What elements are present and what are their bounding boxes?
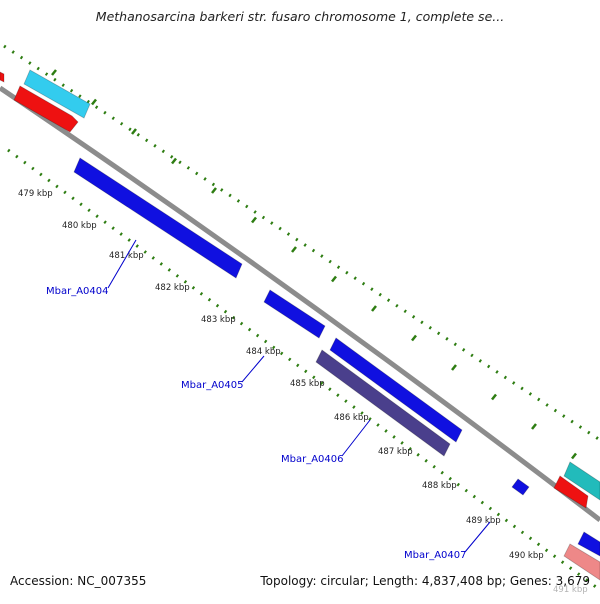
gene-label[interactable]: Mbar_A0404 xyxy=(46,286,109,297)
gene-feature-pink[interactable] xyxy=(563,543,600,581)
tick-label: 485 kbp xyxy=(290,379,325,389)
map-title: Methanosarcina barkeri str. fusaro chrom… xyxy=(95,9,505,24)
gene-feature-blue-Mbar_A0405[interactable] xyxy=(263,289,326,339)
tick-dots-layer xyxy=(3,44,600,592)
major-tick-mark xyxy=(531,423,537,430)
gene-label-leader xyxy=(341,419,371,457)
tick-label: 479 kbp xyxy=(18,189,53,199)
major-tick-mark xyxy=(211,187,217,194)
tick-label: 490 kbp xyxy=(509,551,544,561)
major-tick-mark xyxy=(291,246,297,253)
gene-label-leader xyxy=(107,239,137,289)
gene-label[interactable]: Mbar_A0405 xyxy=(181,380,244,391)
tick-label: 489 kbp xyxy=(466,516,501,526)
gene-feature-blue-small[interactable] xyxy=(511,478,530,496)
major-tick-mark xyxy=(491,393,497,401)
major-tick-mark xyxy=(451,364,457,371)
tick-label: 482 kbp xyxy=(155,283,190,293)
gene-feature-red[interactable] xyxy=(13,85,79,133)
tick-label: 486 kbp xyxy=(334,413,369,423)
gene-feature-red[interactable] xyxy=(553,475,589,509)
gene-feature-red[interactable] xyxy=(0,71,5,83)
accession-text: Accession: NC_007355 xyxy=(10,574,147,588)
tick-dot-track xyxy=(7,148,600,592)
tick-label: 491 kbp xyxy=(553,585,588,595)
tick-label: 483 kbp xyxy=(201,315,236,325)
chromosome-backbone xyxy=(0,85,600,522)
gene-label[interactable]: Mbar_A0407 xyxy=(404,550,467,561)
gene-feature-teal[interactable] xyxy=(563,461,600,501)
genes-layer xyxy=(0,69,600,581)
major-tick-mark xyxy=(51,69,57,76)
major-tick-mark xyxy=(91,98,97,106)
gene-label-leader xyxy=(241,355,265,383)
gene-feature-blue-Mbar_A0404[interactable] xyxy=(73,157,243,279)
gene-label-leader xyxy=(464,521,491,553)
gene-feature-lightblue[interactable] xyxy=(23,69,91,119)
tick-label: 480 kbp xyxy=(62,221,97,231)
major-tick-mark xyxy=(411,334,417,342)
gene-feature-blue[interactable] xyxy=(577,531,600,557)
major-tick-mark xyxy=(331,275,337,283)
major-tick-mark xyxy=(171,157,177,165)
tick-label: 487 kbp xyxy=(378,447,413,457)
topology-summary-text: Topology: circular; Length: 4,837,408 bp… xyxy=(260,574,590,588)
tick-label: 484 kbp xyxy=(246,347,281,357)
gene-feature-purple-Mbar_A0406[interactable] xyxy=(315,349,451,457)
major-tick-mark xyxy=(251,216,257,224)
major-tick-mark xyxy=(131,128,137,135)
tick-label: 488 kbp xyxy=(422,481,457,491)
major-tick-mark xyxy=(571,452,577,460)
gene-label[interactable]: Mbar_A0406 xyxy=(281,454,344,465)
gene-feature-blue[interactable] xyxy=(329,337,463,443)
major-tick-mark xyxy=(371,305,377,312)
